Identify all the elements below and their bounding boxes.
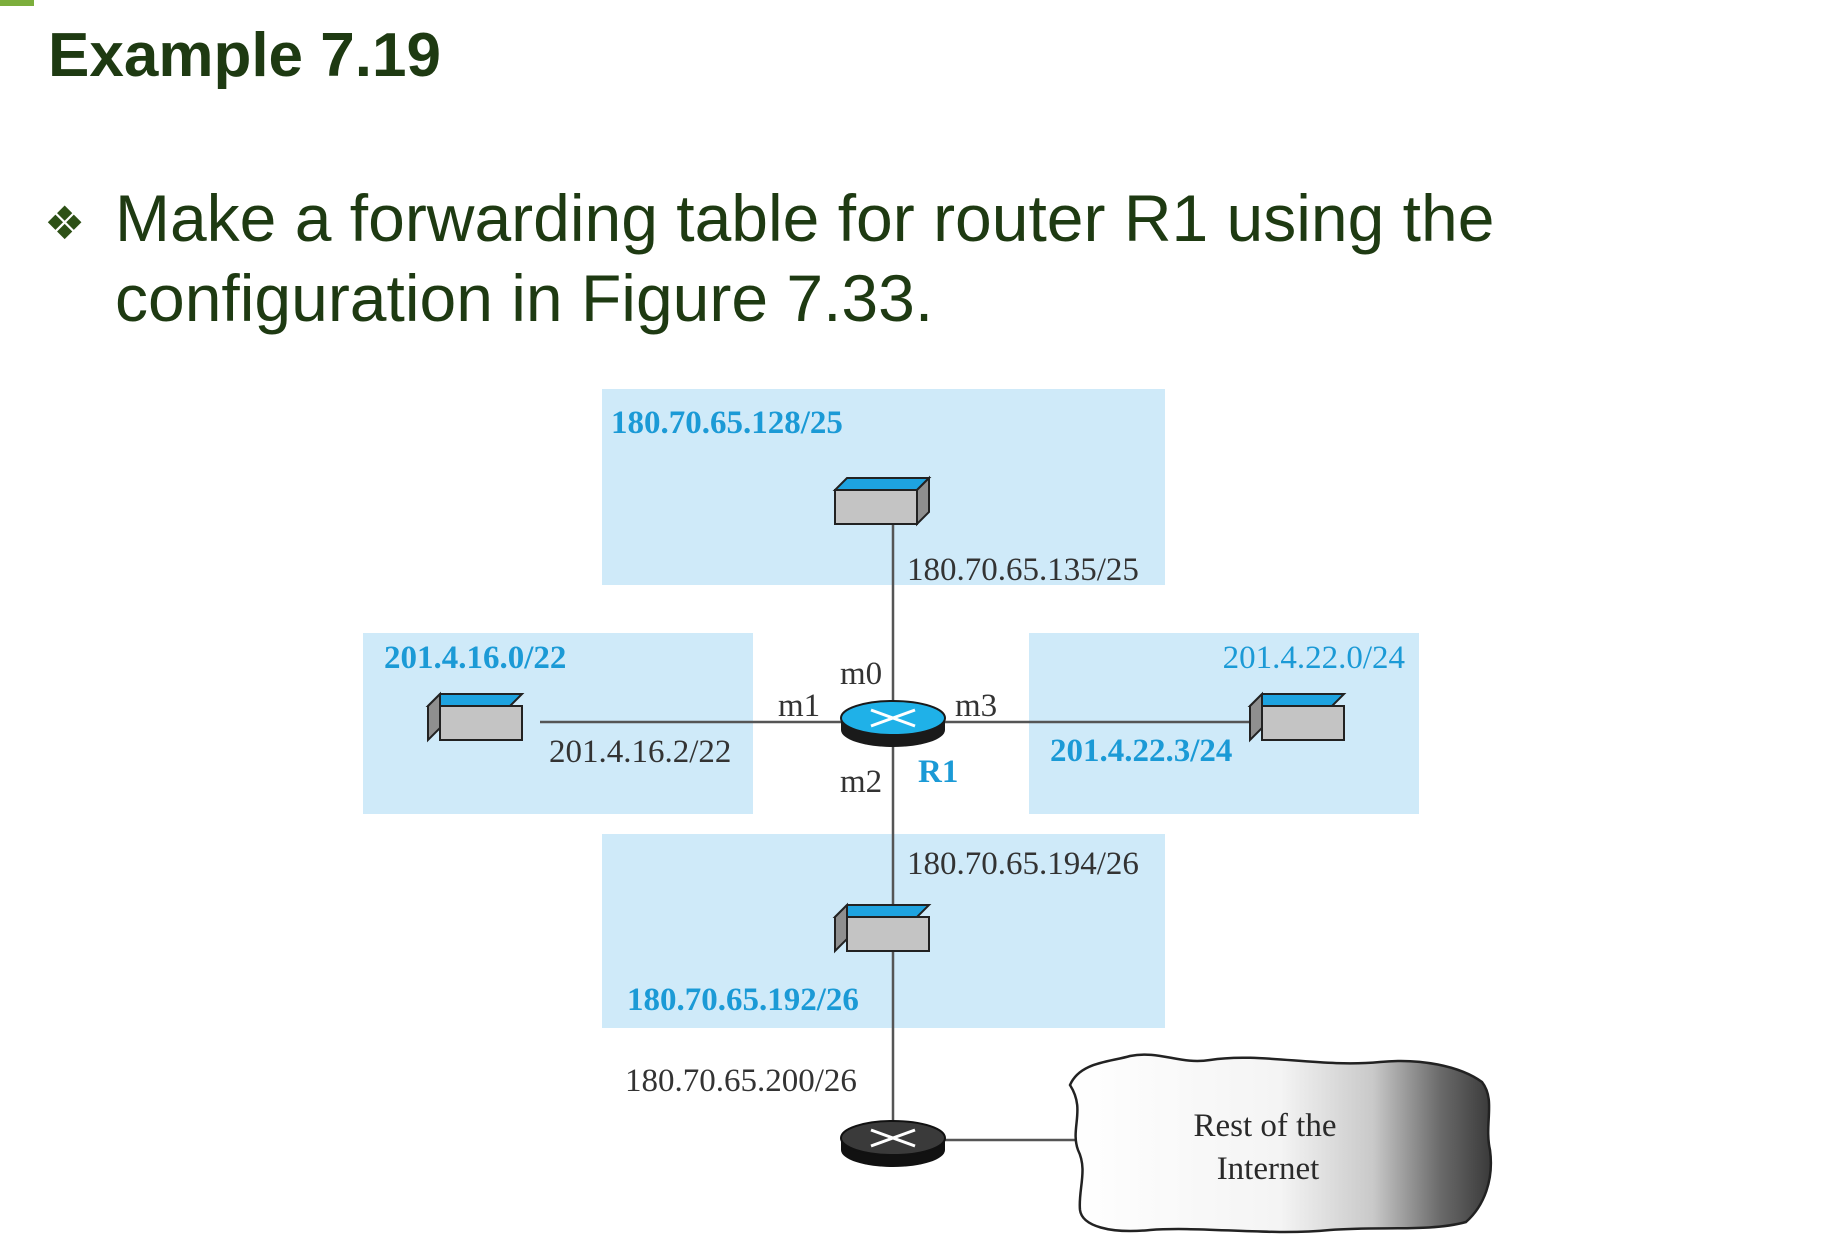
internet-router-ip: 180.70.65.200/26	[625, 1063, 857, 1099]
interface-ip-left: 201.4.16.2/22	[549, 734, 731, 770]
slide-corner-accent	[0, 0, 34, 6]
interface-m3-label: m3	[955, 688, 997, 724]
network-bottom-address: 180.70.65.192/26	[627, 982, 859, 1018]
cloud-label-line1: Rest of the	[1194, 1108, 1337, 1144]
interface-m0-label: m0	[840, 656, 882, 692]
four-diamond-bullet-icon: ❖	[44, 196, 86, 250]
interface-ip-top: 180.70.65.135/25	[907, 552, 1139, 588]
bullet-text: Make a forwarding table for router R1 us…	[115, 181, 1495, 335]
switch-bottom-icon	[832, 902, 932, 954]
switch-top-icon	[832, 475, 932, 527]
network-top-address: 180.70.65.128/25	[611, 405, 843, 441]
interface-m1-label: m1	[778, 688, 820, 724]
links	[540, 523, 1250, 1142]
interface-ip-right: 201.4.22.3/24	[1050, 733, 1232, 769]
network-right-address: 201.4.22.0/24	[1223, 640, 1405, 676]
router-internet-icon	[840, 1120, 946, 1167]
network-area-right	[1029, 633, 1419, 814]
interface-m2-label: m2	[840, 764, 882, 800]
switch-right-icon	[1247, 691, 1347, 743]
interface-ip-bottom: 180.70.65.194/26	[907, 846, 1139, 882]
network-left-address: 201.4.16.0/22	[384, 640, 566, 676]
router-r1-label: R1	[918, 754, 958, 790]
slide-title: Example 7.19	[48, 21, 441, 90]
router-r1-icon	[840, 700, 946, 747]
switch-left-icon	[425, 691, 525, 743]
internet-cloud-icon	[1068, 1053, 1493, 1234]
cloud-label-line2: Internet	[1217, 1151, 1320, 1187]
